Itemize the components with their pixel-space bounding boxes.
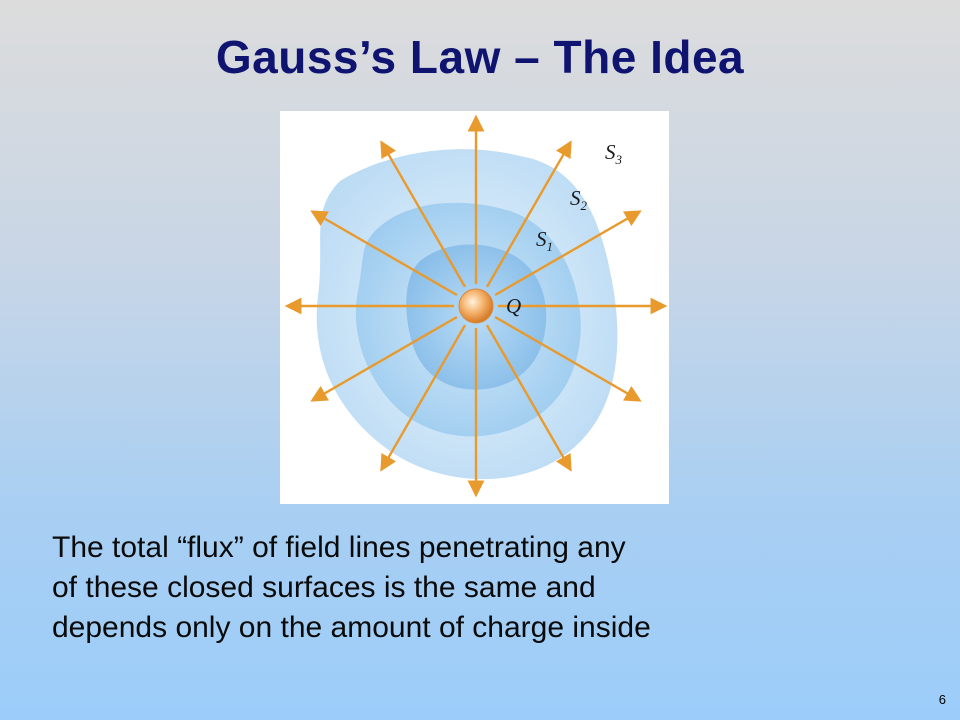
body-line: The total “flux” of field lines penetrat… — [52, 531, 626, 564]
charge-q — [458, 288, 494, 324]
page-number: 6 — [938, 692, 946, 707]
surface-label-s2: S2 — [570, 186, 588, 213]
field-line-arrow — [494, 210, 642, 297]
slide-title: Gauss’s Law – The Idea — [215, 31, 745, 83]
body-line: depends only on the amount of charge ins… — [52, 611, 651, 644]
field-line-arrow — [310, 210, 458, 297]
field-lines — [284, 114, 668, 498]
field-line-arrow — [485, 140, 572, 288]
surface-label-s1: S1 — [536, 227, 553, 254]
slide-body-text: The total “flux” of field lines penetrat… — [52, 528, 912, 648]
charge-label-q: Q — [506, 294, 521, 318]
field-line-arrow — [310, 315, 458, 402]
field-line-arrow — [380, 140, 467, 288]
surface-label-s3: S3 — [605, 140, 623, 167]
body-line: of these closed surfaces is the same and — [52, 571, 596, 604]
field-line-arrow — [485, 324, 572, 472]
gauss-surfaces-figure: S3 S2 S1 Q — [280, 111, 669, 504]
field-line-arrow — [380, 324, 467, 472]
field-line-arrow — [494, 315, 642, 402]
